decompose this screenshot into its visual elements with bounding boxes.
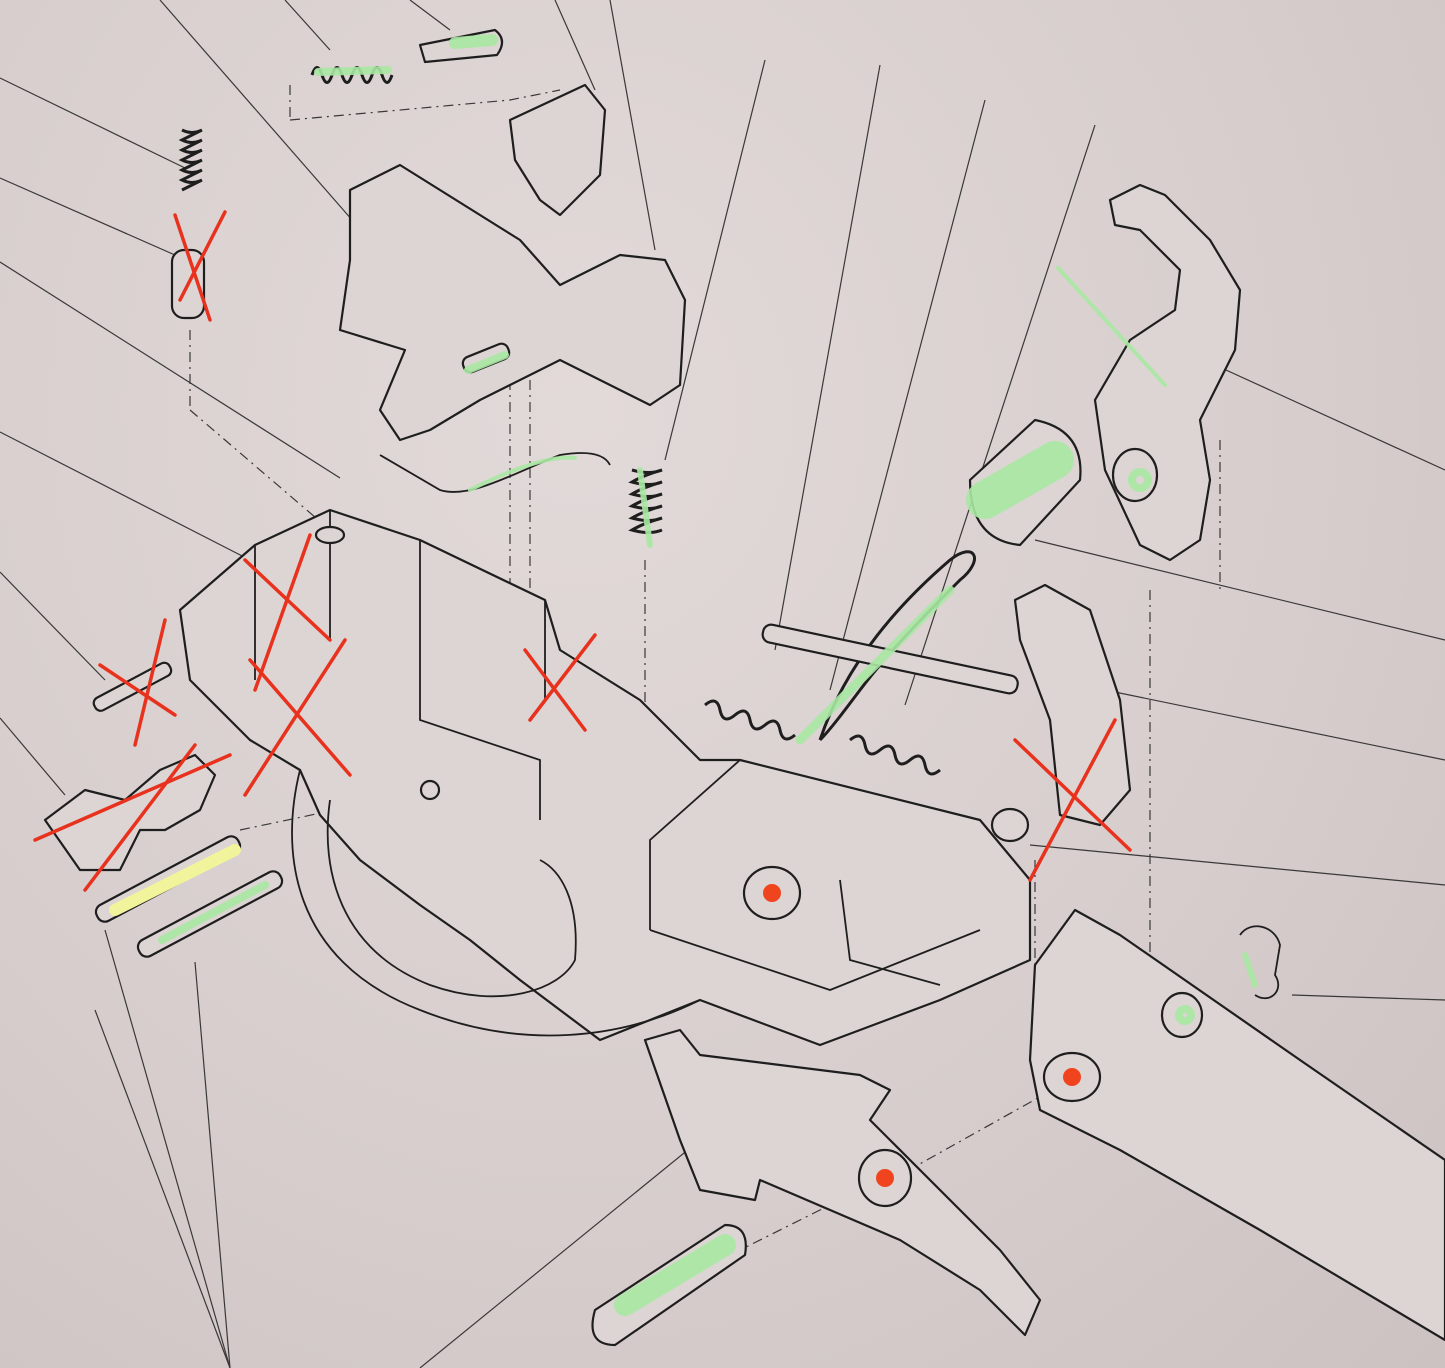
- red-x-mark: [243, 638, 352, 797]
- leader-line: [0, 261, 341, 479]
- leader-line: [1104, 689, 1445, 761]
- axis-line: [899, 1079, 1071, 1176]
- trigger-housing: [178, 508, 1032, 1047]
- leader-line: [0, 431, 251, 561]
- trigger-guard-inner: [326, 799, 577, 998]
- axis-line: [189, 409, 331, 531]
- coil-spring-right: [849, 734, 941, 776]
- housing-hole: [314, 525, 346, 545]
- safety-lever: [1013, 583, 1132, 827]
- highlight-mark: [158, 881, 269, 944]
- red-dot: [763, 884, 781, 902]
- housing-front-block: [649, 759, 981, 991]
- leader-line: [0, 77, 186, 169]
- trigger-guard: [291, 769, 701, 1037]
- retaining-clip: [1239, 925, 1281, 1000]
- highlight-mark: [966, 441, 1074, 519]
- housing-edges: [254, 510, 546, 820]
- highlight-mark: [1242, 952, 1258, 988]
- highlight-mark: [464, 351, 509, 374]
- housing-hole: [419, 779, 441, 801]
- leader-line: [194, 961, 231, 1368]
- leader-line: [664, 59, 766, 461]
- pivot-dots: [763, 884, 1081, 1187]
- red-x-mark: [243, 533, 332, 692]
- remove-marks: [33, 210, 1132, 892]
- housing-body: [178, 508, 1032, 1047]
- guide-rod: [761, 623, 1019, 695]
- red-x-mark: [33, 743, 232, 892]
- leader-line: [1214, 364, 1445, 471]
- highlight-mark: [1128, 468, 1152, 492]
- trigger-bar: [1028, 908, 1445, 1342]
- leader-line: [0, 177, 176, 256]
- sear-plate: [643, 1028, 1042, 1337]
- sear-lever: [1093, 183, 1242, 562]
- leader-line: [774, 64, 881, 651]
- leader-line: [609, 0, 656, 251]
- highlight-mark: [468, 455, 577, 492]
- keep-highlights: [109, 34, 1258, 1316]
- leader-line: [1034, 539, 1445, 641]
- highlight-mark: [449, 34, 498, 49]
- leader-line: [554, 0, 596, 91]
- leader-line: [409, 0, 451, 31]
- leader-line: [419, 1139, 701, 1368]
- highlight-mark: [614, 1234, 736, 1316]
- red-x-mark: [523, 633, 597, 732]
- safety-pin: [990, 807, 1030, 843]
- safety-button: [43, 753, 217, 872]
- red-x-mark: [98, 618, 177, 747]
- leader-line: [284, 0, 331, 51]
- leader-line: [1291, 994, 1445, 1001]
- leader-line: [0, 717, 66, 796]
- red-x-mark: [173, 210, 227, 322]
- red-x-mark: [1013, 718, 1132, 882]
- top-parts: [170, 28, 687, 534]
- red-dot: [876, 1169, 894, 1187]
- leader-line: [829, 99, 986, 691]
- leader-line: [0, 571, 106, 681]
- coil-spring-vertical: [178, 128, 203, 192]
- highlight-mark: [637, 467, 653, 548]
- highlight-mark: [1175, 1005, 1195, 1025]
- highlight-mark: [795, 585, 955, 745]
- disconnector: [508, 83, 607, 217]
- leader-line: [104, 929, 231, 1368]
- yellow-highlight-mark: [109, 844, 241, 916]
- hammer-assembly: [338, 163, 687, 442]
- leader-line: [94, 1009, 231, 1368]
- axis-line: [289, 89, 561, 121]
- highlight-mark: [1056, 266, 1167, 387]
- red-dot: [1063, 1068, 1081, 1086]
- leader-line: [1029, 844, 1445, 886]
- coil-spring-left: [704, 699, 796, 741]
- highlight-mark: [314, 66, 392, 76]
